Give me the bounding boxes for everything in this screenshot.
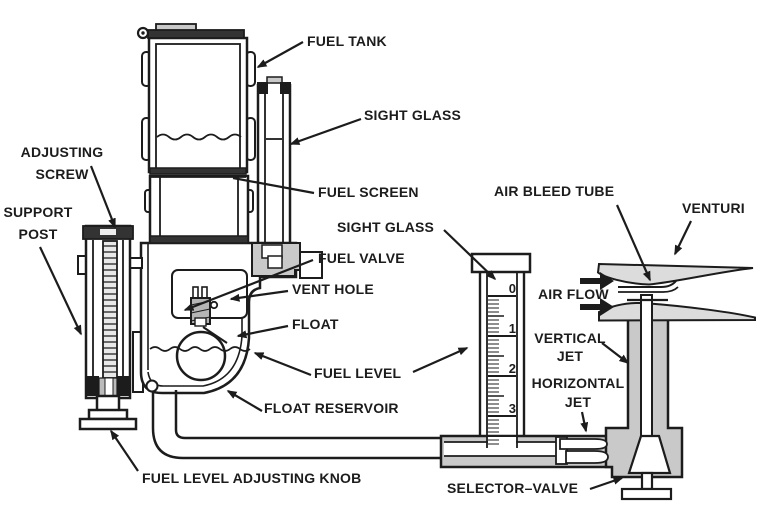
label-fuel-tank: FUEL TANK	[307, 33, 387, 49]
label-sight-glass-lower: SIGHT GLASS	[337, 219, 435, 235]
graduated-sight-glass-drawing	[470, 252, 532, 448]
label-adjusting-screw: ADJUSTING SCREW	[20, 144, 104, 182]
tank-sight-glass-drawing	[251, 76, 311, 277]
leader-support-post	[39, 246, 82, 336]
air-flow-arrow-top	[580, 272, 614, 290]
leader-float	[236, 324, 289, 339]
label-horizontal-jet: HORIZONTAL JET	[531, 375, 625, 410]
leader-adjusting-screw	[89, 165, 117, 229]
label-fuel-level: FUEL LEVEL	[314, 365, 402, 381]
scale-number-3: 3	[508, 401, 516, 416]
label-float-reservoir: FLOAT RESERVOIR	[264, 400, 399, 416]
fuel-screen-shape	[149, 167, 247, 175]
vent-hole-shape	[209, 300, 219, 310]
horizontal-jet-drawing	[555, 436, 609, 465]
leader-venturi	[674, 220, 692, 256]
leader-fuel-level-left	[253, 351, 312, 377]
adjusting-screw-shape	[102, 240, 118, 379]
leader-sight-glass-upper	[289, 117, 362, 146]
leader-sight-glass-lower	[443, 229, 497, 281]
scale-number-2: 2	[508, 361, 516, 376]
leader-fuel-screen	[232, 176, 315, 195]
leader-selector-valve	[589, 476, 624, 491]
leader-vertical-jet	[601, 342, 630, 364]
vertical-jet-drawing	[598, 294, 756, 479]
leader-float-reservoir	[226, 390, 263, 412]
scale-number-0: 0	[508, 281, 516, 296]
venturi-lower-half	[598, 301, 756, 322]
venturi-drawing	[596, 262, 754, 293]
float-shape	[175, 330, 227, 382]
fuel-pipe-drawing	[151, 390, 446, 460]
fuel-tank-drawing	[136, 23, 256, 244]
label-selector-valve: SELECTOR–VALVE	[447, 480, 579, 496]
label-air-flow: AIR FLOW	[538, 286, 609, 302]
reservoir-fuel-level-wave	[149, 346, 251, 352]
label-support-post: SUPPORT POST	[3, 204, 73, 242]
label-fuel-valve: FUEL VALVE	[318, 250, 405, 266]
leader-horizontal-jet	[580, 411, 589, 433]
leader-fuel-tank	[256, 41, 304, 68]
leader-fuel-level-right	[412, 346, 469, 374]
scale-minor-ticks	[488, 299, 499, 445]
vertical-jet-tube	[640, 294, 653, 458]
selector-valve-drawing	[620, 434, 673, 501]
label-venturi: VENTURI	[682, 200, 745, 216]
air-flow-arrow-bottom	[580, 298, 614, 316]
support-post-drawing	[77, 224, 143, 431]
scale-number-1: 1	[508, 321, 516, 336]
label-vent-hole: VENT HOLE	[292, 281, 374, 297]
scale-major-lines	[488, 295, 516, 417]
label-float: FLOAT	[292, 316, 339, 332]
leader-vent-hole	[229, 289, 289, 302]
label-vertical-jet: VERTICAL JET	[534, 330, 606, 364]
label-air-bleed-tube: AIR BLEED TUBE	[494, 183, 615, 199]
venturi-upper-half	[596, 262, 754, 286]
tank-fuel-level-wave	[156, 133, 242, 141]
label-fuel-level-adjusting-knob: FUEL LEVEL ADJUSTING KNOB	[142, 470, 362, 486]
label-sight-glass-upper: SIGHT GLASS	[364, 107, 462, 123]
fuel-level-adjusting-knob-shape	[78, 394, 138, 431]
air-bleed-tube-tip	[618, 280, 677, 288]
label-fuel-screen: FUEL SCREEN	[318, 184, 419, 200]
air-flow-arrows	[580, 272, 614, 316]
leader-fuel-valve	[183, 258, 314, 312]
leader-lines	[39, 41, 692, 491]
leader-adjusting-knob	[110, 429, 139, 472]
leader-air-bleed-tube	[615, 204, 652, 282]
